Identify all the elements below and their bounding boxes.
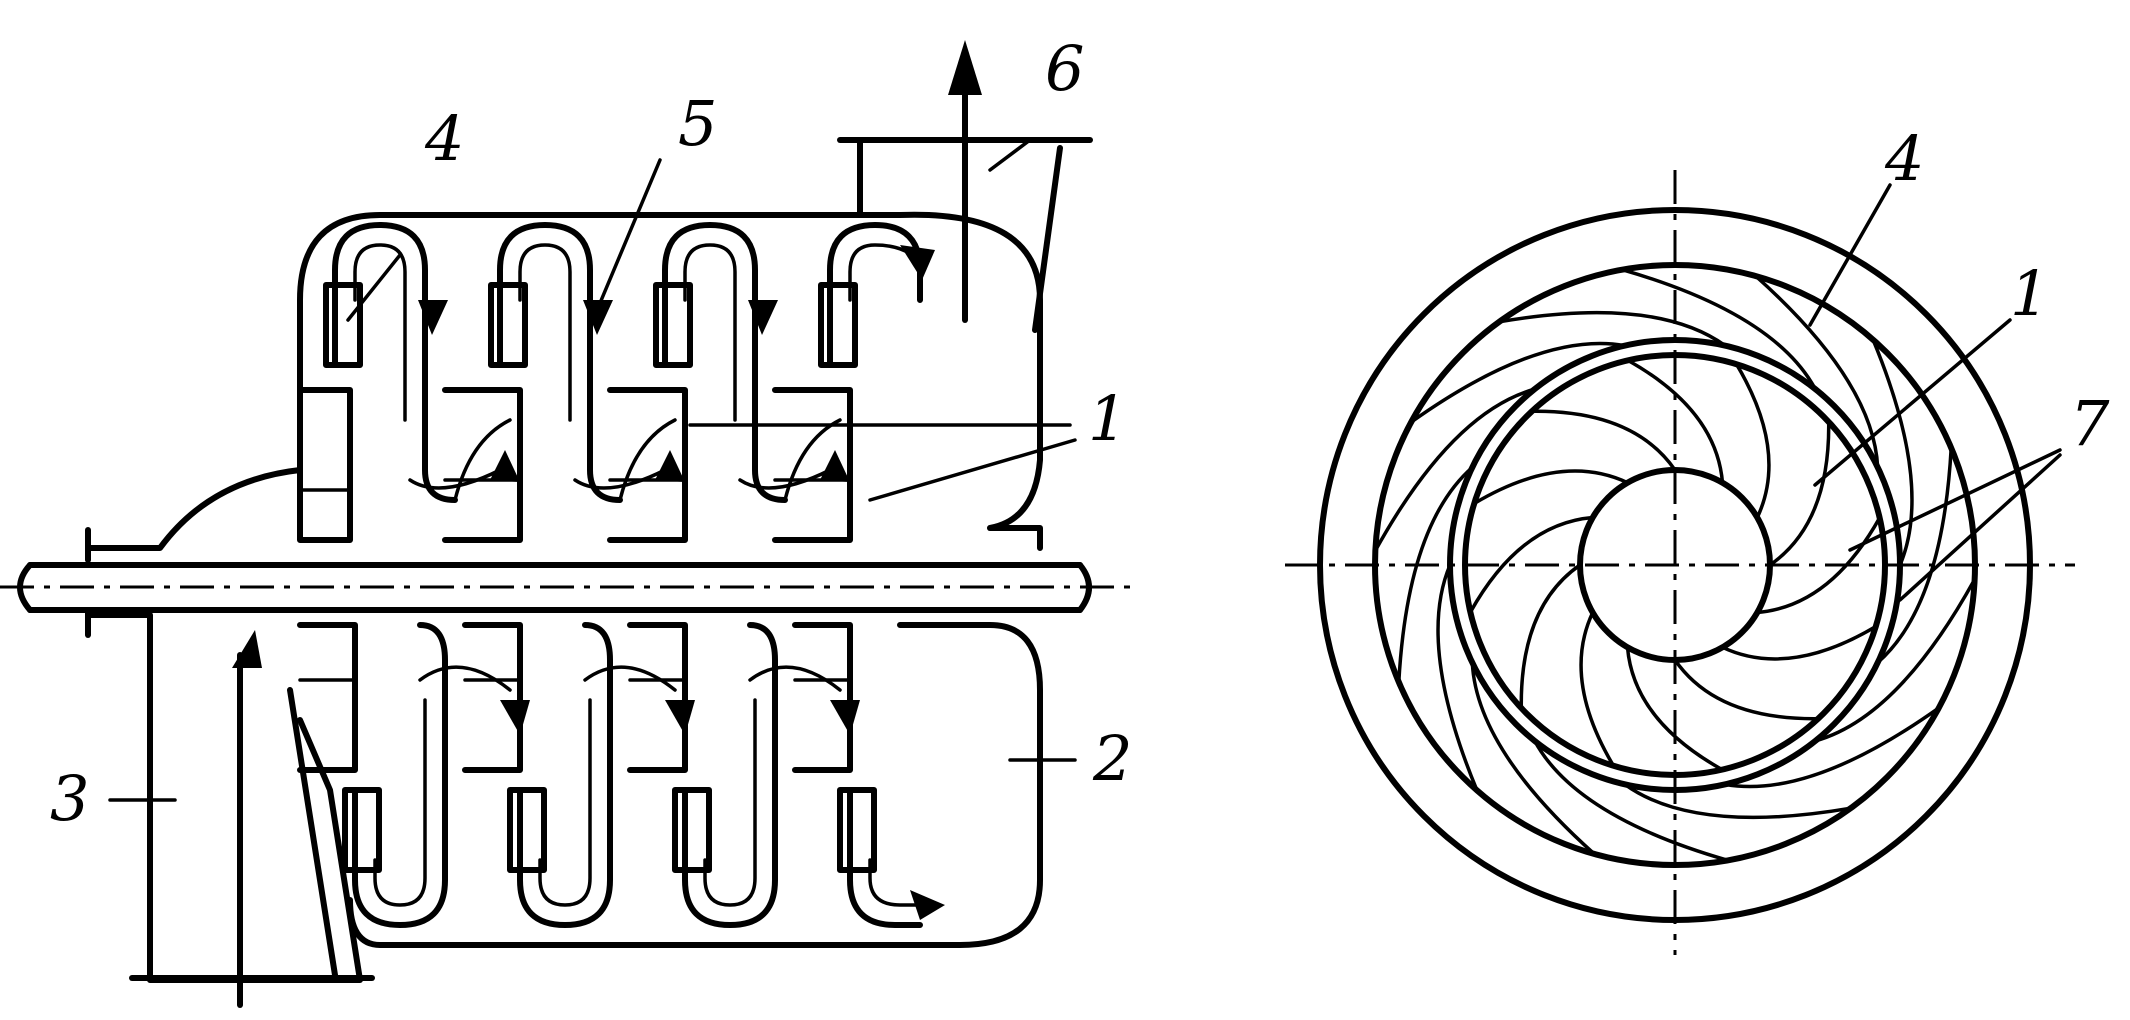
diffuser-vane: [1470, 660, 1597, 856]
impeller-blade: [1673, 658, 1820, 721]
label-suction-inlet: 3: [50, 762, 89, 835]
diffuser-vane: [1497, 310, 1727, 348]
label-diffuser: 4: [424, 102, 464, 175]
impeller-blade: [1472, 469, 1630, 506]
impeller-blade: [1768, 420, 1831, 567]
label-front-diffuser: 4: [1884, 122, 1924, 195]
upper-casing: [85, 137, 1083, 551]
diffuser-vane: [1871, 337, 1914, 567]
diffuser-vanes: [1373, 267, 1977, 863]
diffuser-vane: [1813, 577, 1977, 743]
impeller-blade: [1530, 409, 1677, 472]
diffuser-vane: [1436, 563, 1479, 793]
label-impeller: 1: [1088, 382, 1127, 455]
diffuser-vane: [1373, 387, 1537, 553]
impeller-blade: [1468, 515, 1595, 614]
shaft: [0, 562, 1140, 613]
label-volute-chamber: 2: [1092, 722, 1132, 795]
leader-lines: [108, 138, 1077, 802]
impeller-blades: [1468, 358, 1882, 772]
upper-stages: [297, 222, 923, 543]
label-front-blades: 7: [2070, 387, 2110, 460]
impeller-blade: [1626, 358, 1725, 485]
diffuser-vane: [1875, 446, 1953, 665]
diffuser-vane: [1753, 274, 1880, 470]
label-front-impeller: 1: [2010, 257, 2049, 330]
diffuser-vane: [1623, 782, 1853, 820]
diffuser-vane: [1532, 739, 1730, 863]
front-leader-lines: [1808, 183, 2062, 602]
impeller-blade: [1519, 563, 1582, 710]
pump-longitudinal-section: 4 5 6 1 2 3: [0, 32, 1140, 1008]
impeller-blade: [1720, 624, 1878, 661]
pump-front-view: 4 1 7: [1285, 122, 2110, 955]
flow-arrows: [232, 40, 982, 1008]
impeller-blade: [1755, 516, 1882, 615]
diffuser-vane: [1723, 706, 1941, 789]
label-discharge-outlet: 6: [1045, 32, 1084, 105]
diffuser-vane: [1620, 267, 1818, 391]
diffuser-vane: [1397, 465, 1475, 684]
impeller-blade: [1579, 610, 1616, 768]
impeller-blade: [1734, 362, 1771, 520]
label-return-channel: 5: [678, 87, 717, 160]
impeller-blade: [1625, 645, 1724, 772]
diffuser-vane: [1409, 341, 1627, 424]
lower-stages: [297, 622, 927, 928]
